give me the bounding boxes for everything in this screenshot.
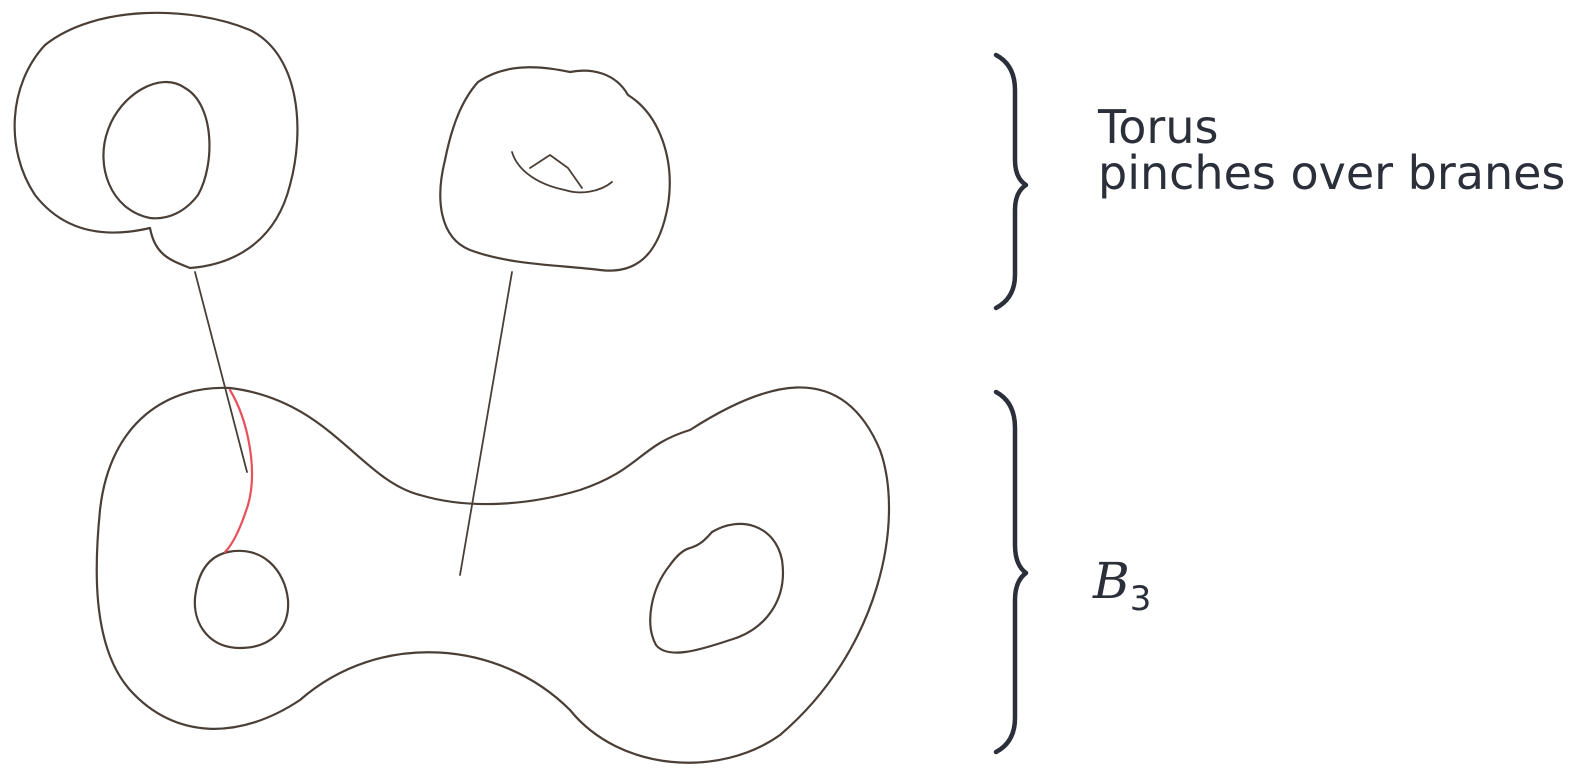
torus-right-outer: [440, 67, 669, 270]
highlight-path: [225, 390, 252, 552]
torus-label-line1: Torus: [1098, 104, 1565, 150]
torus-left-inner: [103, 82, 209, 218]
torus-left-outer: [15, 13, 298, 268]
torus-brace: [996, 55, 1026, 308]
torus-label: Torus pinches over branes: [1098, 104, 1565, 196]
fiber-line-left: [195, 272, 247, 472]
fiber-line-right: [460, 272, 512, 575]
torus-label-line2: pinches over branes: [1098, 150, 1565, 196]
base-label: B3: [1093, 556, 1151, 624]
base-brace: [996, 392, 1026, 752]
base-label-subscript: 3: [1130, 579, 1152, 619]
base-label-symbol: B: [1093, 552, 1130, 610]
brane-circle-left: [195, 551, 288, 648]
base-outline: [97, 387, 889, 762]
base-hole-right: [650, 524, 783, 653]
torus-right-pinched-knot: [530, 155, 582, 188]
torus-right-pinched-cycle: [512, 152, 612, 192]
